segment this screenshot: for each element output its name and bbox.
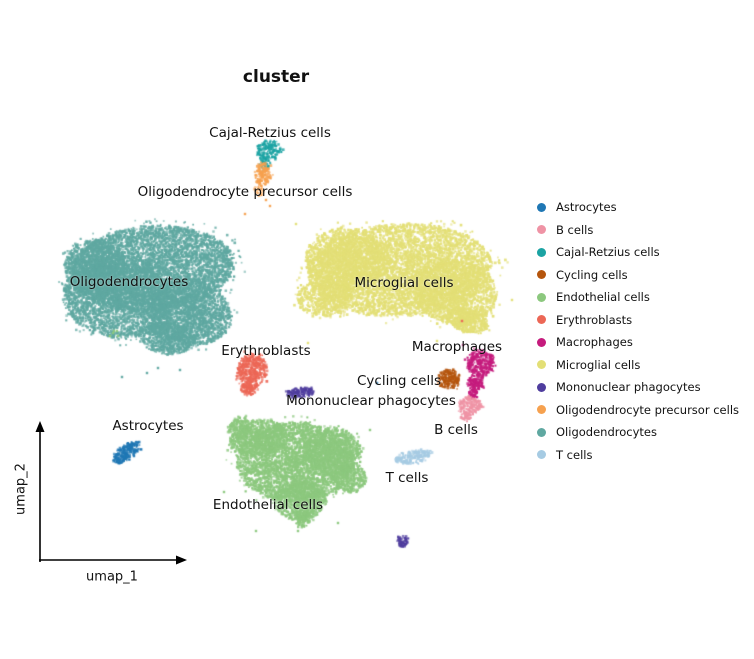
legend-dot-icon: [537, 225, 546, 235]
legend-label: Endothelial cells: [556, 290, 650, 305]
legend-item-cajal-retzius-cells: Cajal-Retzius cells: [537, 241, 739, 264]
legend-item-mononuclear-phagocytes: Mononuclear phagocytes: [537, 376, 739, 399]
legend-label: Microglial cells: [556, 357, 641, 372]
legend-dot-icon: [537, 315, 546, 325]
cluster-label-astrocytes: Astrocytes: [112, 418, 184, 434]
legend-item-erythroblasts: Erythroblasts: [537, 309, 739, 332]
legend-dot-icon: [537, 202, 546, 212]
legend-item-t-cells: T cells: [537, 444, 739, 467]
cluster-label-mononuclear-phagocytes: Mononuclear phagocytes: [286, 393, 456, 409]
legend-label: Oligodendrocytes: [556, 425, 657, 440]
legend-dot-icon: [537, 337, 546, 347]
legend-dot-icon: [537, 450, 546, 460]
cluster-label-endothelial-cells: Endothelial cells: [212, 497, 324, 513]
x-axis-arrowhead-icon: [176, 555, 187, 565]
cluster-label-t-cells: T cells: [385, 470, 429, 486]
legend-item-b-cells: B cells: [537, 219, 739, 242]
legend-label: Astrocytes: [556, 200, 617, 215]
x-axis-label: umap_1: [86, 569, 138, 585]
plot-title: cluster: [242, 67, 310, 87]
legend-dot-icon: [537, 247, 546, 257]
legend-dot-icon: [537, 405, 546, 415]
legend-dot-icon: [537, 270, 546, 280]
legend-item-endothelial-cells: Endothelial cells: [537, 286, 739, 309]
legend-dot-icon: [537, 292, 546, 302]
cluster-label-microglial-cells: Microglial cells: [354, 275, 454, 291]
legend-dot-icon: [537, 382, 546, 392]
legend-dot-icon: [537, 427, 546, 437]
legend-item-oligodendrocyte-precursor-cells: Oligodendrocyte precursor cells: [537, 399, 739, 422]
cluster-label-macrophages: Macrophages: [411, 339, 503, 355]
legend-item-microglial-cells: Microglial cells: [537, 354, 739, 377]
legend-label: B cells: [556, 222, 594, 237]
cluster-label-erythroblasts: Erythroblasts: [221, 343, 311, 359]
legend-label: Cajal-Retzius cells: [556, 245, 660, 260]
cluster-label-cycling-cells: Cycling cells: [356, 373, 442, 389]
cluster-label-oligodendrocyte-precursor-cells: Oligodendrocyte precursor cells: [137, 184, 353, 200]
y-axis-label: umap_2: [13, 463, 29, 515]
legend-label: Erythroblasts: [556, 312, 633, 327]
legend-item-macrophages: Macrophages: [537, 331, 739, 354]
y-axis-arrowhead-icon: [35, 421, 45, 432]
legend-item-cycling-cells: Cycling cells: [537, 264, 739, 287]
cluster-label-cajal-retzius-cells: Cajal-Retzius cells: [209, 125, 331, 141]
legend-label: T cells: [556, 447, 593, 462]
legend-item-astrocytes: Astrocytes: [537, 196, 739, 219]
legend-item-oligodendrocytes: Oligodendrocytes: [537, 421, 739, 444]
legend-label: Oligodendrocyte precursor cells: [556, 402, 740, 417]
legend-label: Macrophages: [556, 335, 633, 350]
cluster-label-b-cells: B cells: [434, 422, 478, 438]
cluster-label-oligodendrocytes: Oligodendrocytes: [69, 274, 189, 290]
legend-dot-icon: [537, 360, 546, 370]
legend-label: Cycling cells: [556, 267, 628, 282]
legend-label: Mononuclear phagocytes: [556, 380, 701, 395]
